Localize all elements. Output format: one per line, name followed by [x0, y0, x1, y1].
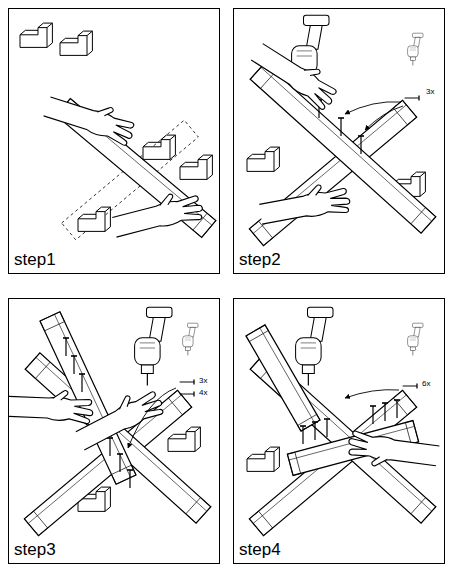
illustration-part: [79, 374, 85, 392]
illustration-part: [247, 15, 436, 246]
illustration-part: [249, 100, 416, 245]
illustration-part: [324, 419, 330, 437]
illustration-part: [338, 118, 344, 136]
illustration-part: [247, 147, 279, 171]
illustration-part: [382, 403, 388, 421]
illustration-part: [180, 392, 194, 397]
illustration-part: [408, 323, 423, 355]
illustration-part: [180, 380, 194, 385]
illustration-part: [20, 23, 52, 47]
illustration-part: [403, 384, 417, 389]
illustration-part: [345, 390, 399, 398]
step-panel: step2: [233, 8, 445, 274]
step-label: step3: [14, 541, 56, 560]
illustration-part: [128, 388, 176, 448]
illustration-part: [296, 307, 333, 385]
illustration-part: [44, 87, 139, 147]
illustration-part: [246, 307, 439, 536]
illustration-part: [258, 181, 351, 224]
step-label: step1: [14, 251, 56, 270]
illustration-part: [250, 63, 436, 233]
illustration-part: [127, 470, 133, 488]
illustration-part: [71, 384, 166, 450]
illustration-part: [183, 323, 198, 355]
illustration-part: [107, 438, 113, 456]
step3-illustration: [2, 307, 211, 536]
illustration-part: [110, 188, 204, 237]
illustration-part: [71, 356, 77, 374]
illustration-part: [370, 406, 376, 424]
screw-count: 3x: [198, 377, 208, 385]
illustration-part: [300, 426, 306, 444]
illustration-part: [78, 207, 110, 231]
step-label: step4: [239, 541, 281, 560]
step-label: step2: [239, 251, 281, 270]
step2-illustration: [247, 15, 436, 246]
step4-illustration: [246, 307, 439, 536]
illustration-part: [20, 23, 216, 240]
illustration-part: [312, 422, 318, 440]
illustration-part: [408, 33, 423, 65]
illustration-part: [9, 385, 94, 424]
illustration-part: [405, 96, 419, 101]
step-panel: step1: [8, 8, 220, 274]
illustration-part: [168, 427, 200, 451]
illustration-part: [60, 31, 92, 55]
step-panel: step4: [233, 298, 445, 564]
illustration-part: [394, 400, 400, 418]
illustration-part: [63, 338, 69, 356]
illustration-part: [251, 35, 342, 112]
illustration-part: [345, 102, 401, 114]
illustration-part: [143, 135, 175, 159]
illustration-part: [345, 430, 439, 476]
illustration-part: [9, 307, 211, 536]
screw-count: 3x: [425, 88, 435, 96]
step-panel: step3: [8, 298, 220, 564]
step1-illustration: [20, 23, 216, 240]
illustration-part: [247, 447, 279, 471]
illustration-part: [117, 454, 123, 472]
screw-count: 6x: [421, 380, 431, 388]
screw-count: 4x: [198, 389, 208, 397]
illustration-part: [180, 155, 212, 179]
illustration-part: [358, 136, 364, 154]
illustration-part: [365, 106, 403, 130]
illustration-part: [135, 307, 172, 385]
